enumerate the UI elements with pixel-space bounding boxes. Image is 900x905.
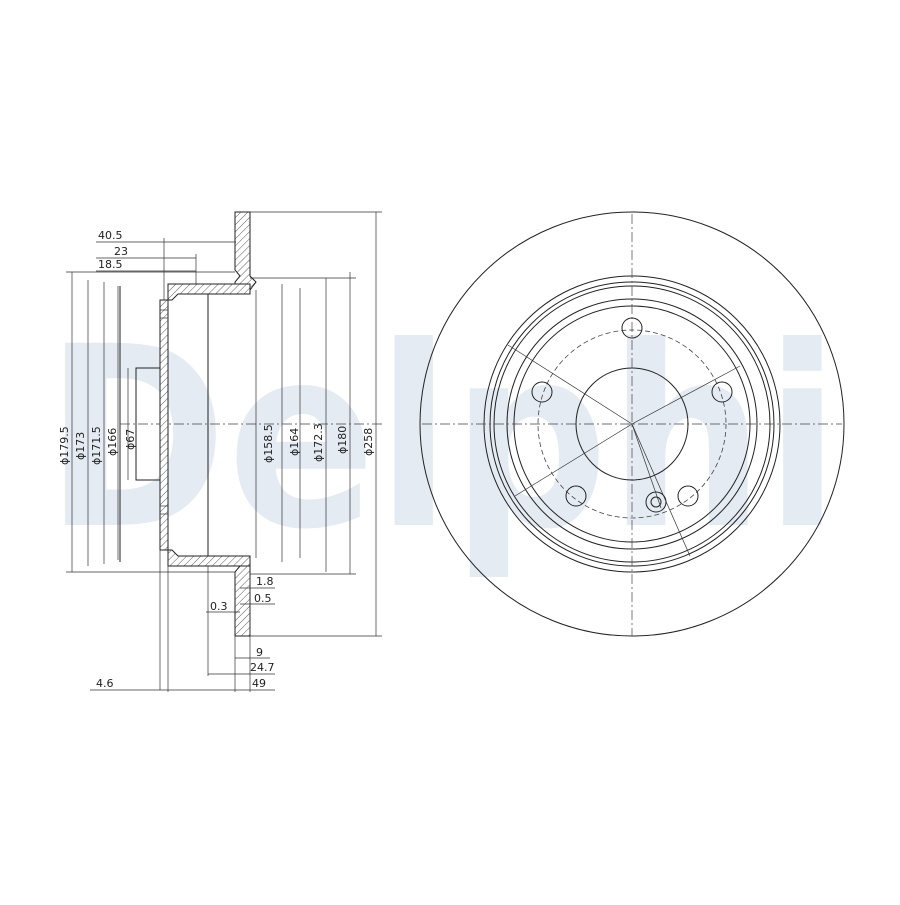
dim-49: 49 bbox=[252, 677, 266, 690]
dim-9: 9 bbox=[256, 646, 263, 659]
dim-158-5: ϕ158.5 bbox=[262, 424, 275, 463]
bolt-hole bbox=[711, 381, 733, 403]
dim-0-5: 0.5 bbox=[254, 592, 272, 605]
dim-164: ϕ164 bbox=[288, 428, 301, 456]
bolt-hole bbox=[677, 485, 699, 507]
dim-24-7: 24.7 bbox=[250, 661, 275, 674]
dim-40-5: 40.5 bbox=[98, 229, 123, 242]
dim-179-5: ϕ179.5 bbox=[58, 426, 71, 465]
dim-180: ϕ180 bbox=[336, 426, 349, 454]
dim-166: ϕ166 bbox=[106, 428, 119, 456]
dim-172-3: ϕ172.3 bbox=[312, 423, 325, 462]
hat-face bbox=[159, 299, 169, 551]
dim-173: ϕ173 bbox=[74, 432, 87, 460]
bolt-hole bbox=[565, 485, 587, 507]
dim-0-3: 0.3 bbox=[210, 600, 228, 613]
dim-1-8: 1.8 bbox=[256, 575, 274, 588]
bolt-hole bbox=[531, 381, 553, 403]
dim-258: ϕ258 bbox=[362, 428, 375, 456]
brand-watermark: Delphi bbox=[45, 293, 840, 584]
dim-67: ϕ67 bbox=[124, 429, 137, 450]
front-view bbox=[419, 211, 845, 637]
side-section-view: ϕ179.5 ϕ173 ϕ171.5 ϕ166 ϕ67 ϕ158.5 ϕ164 … bbox=[58, 211, 385, 692]
dim-23: 23 bbox=[114, 245, 128, 258]
friction-ring-bottom bbox=[234, 557, 251, 637]
dim-18-5: 18.5 bbox=[98, 258, 123, 271]
dim-4-6: 4.6 bbox=[96, 677, 114, 690]
dim-171-5: ϕ171.5 bbox=[90, 426, 103, 465]
